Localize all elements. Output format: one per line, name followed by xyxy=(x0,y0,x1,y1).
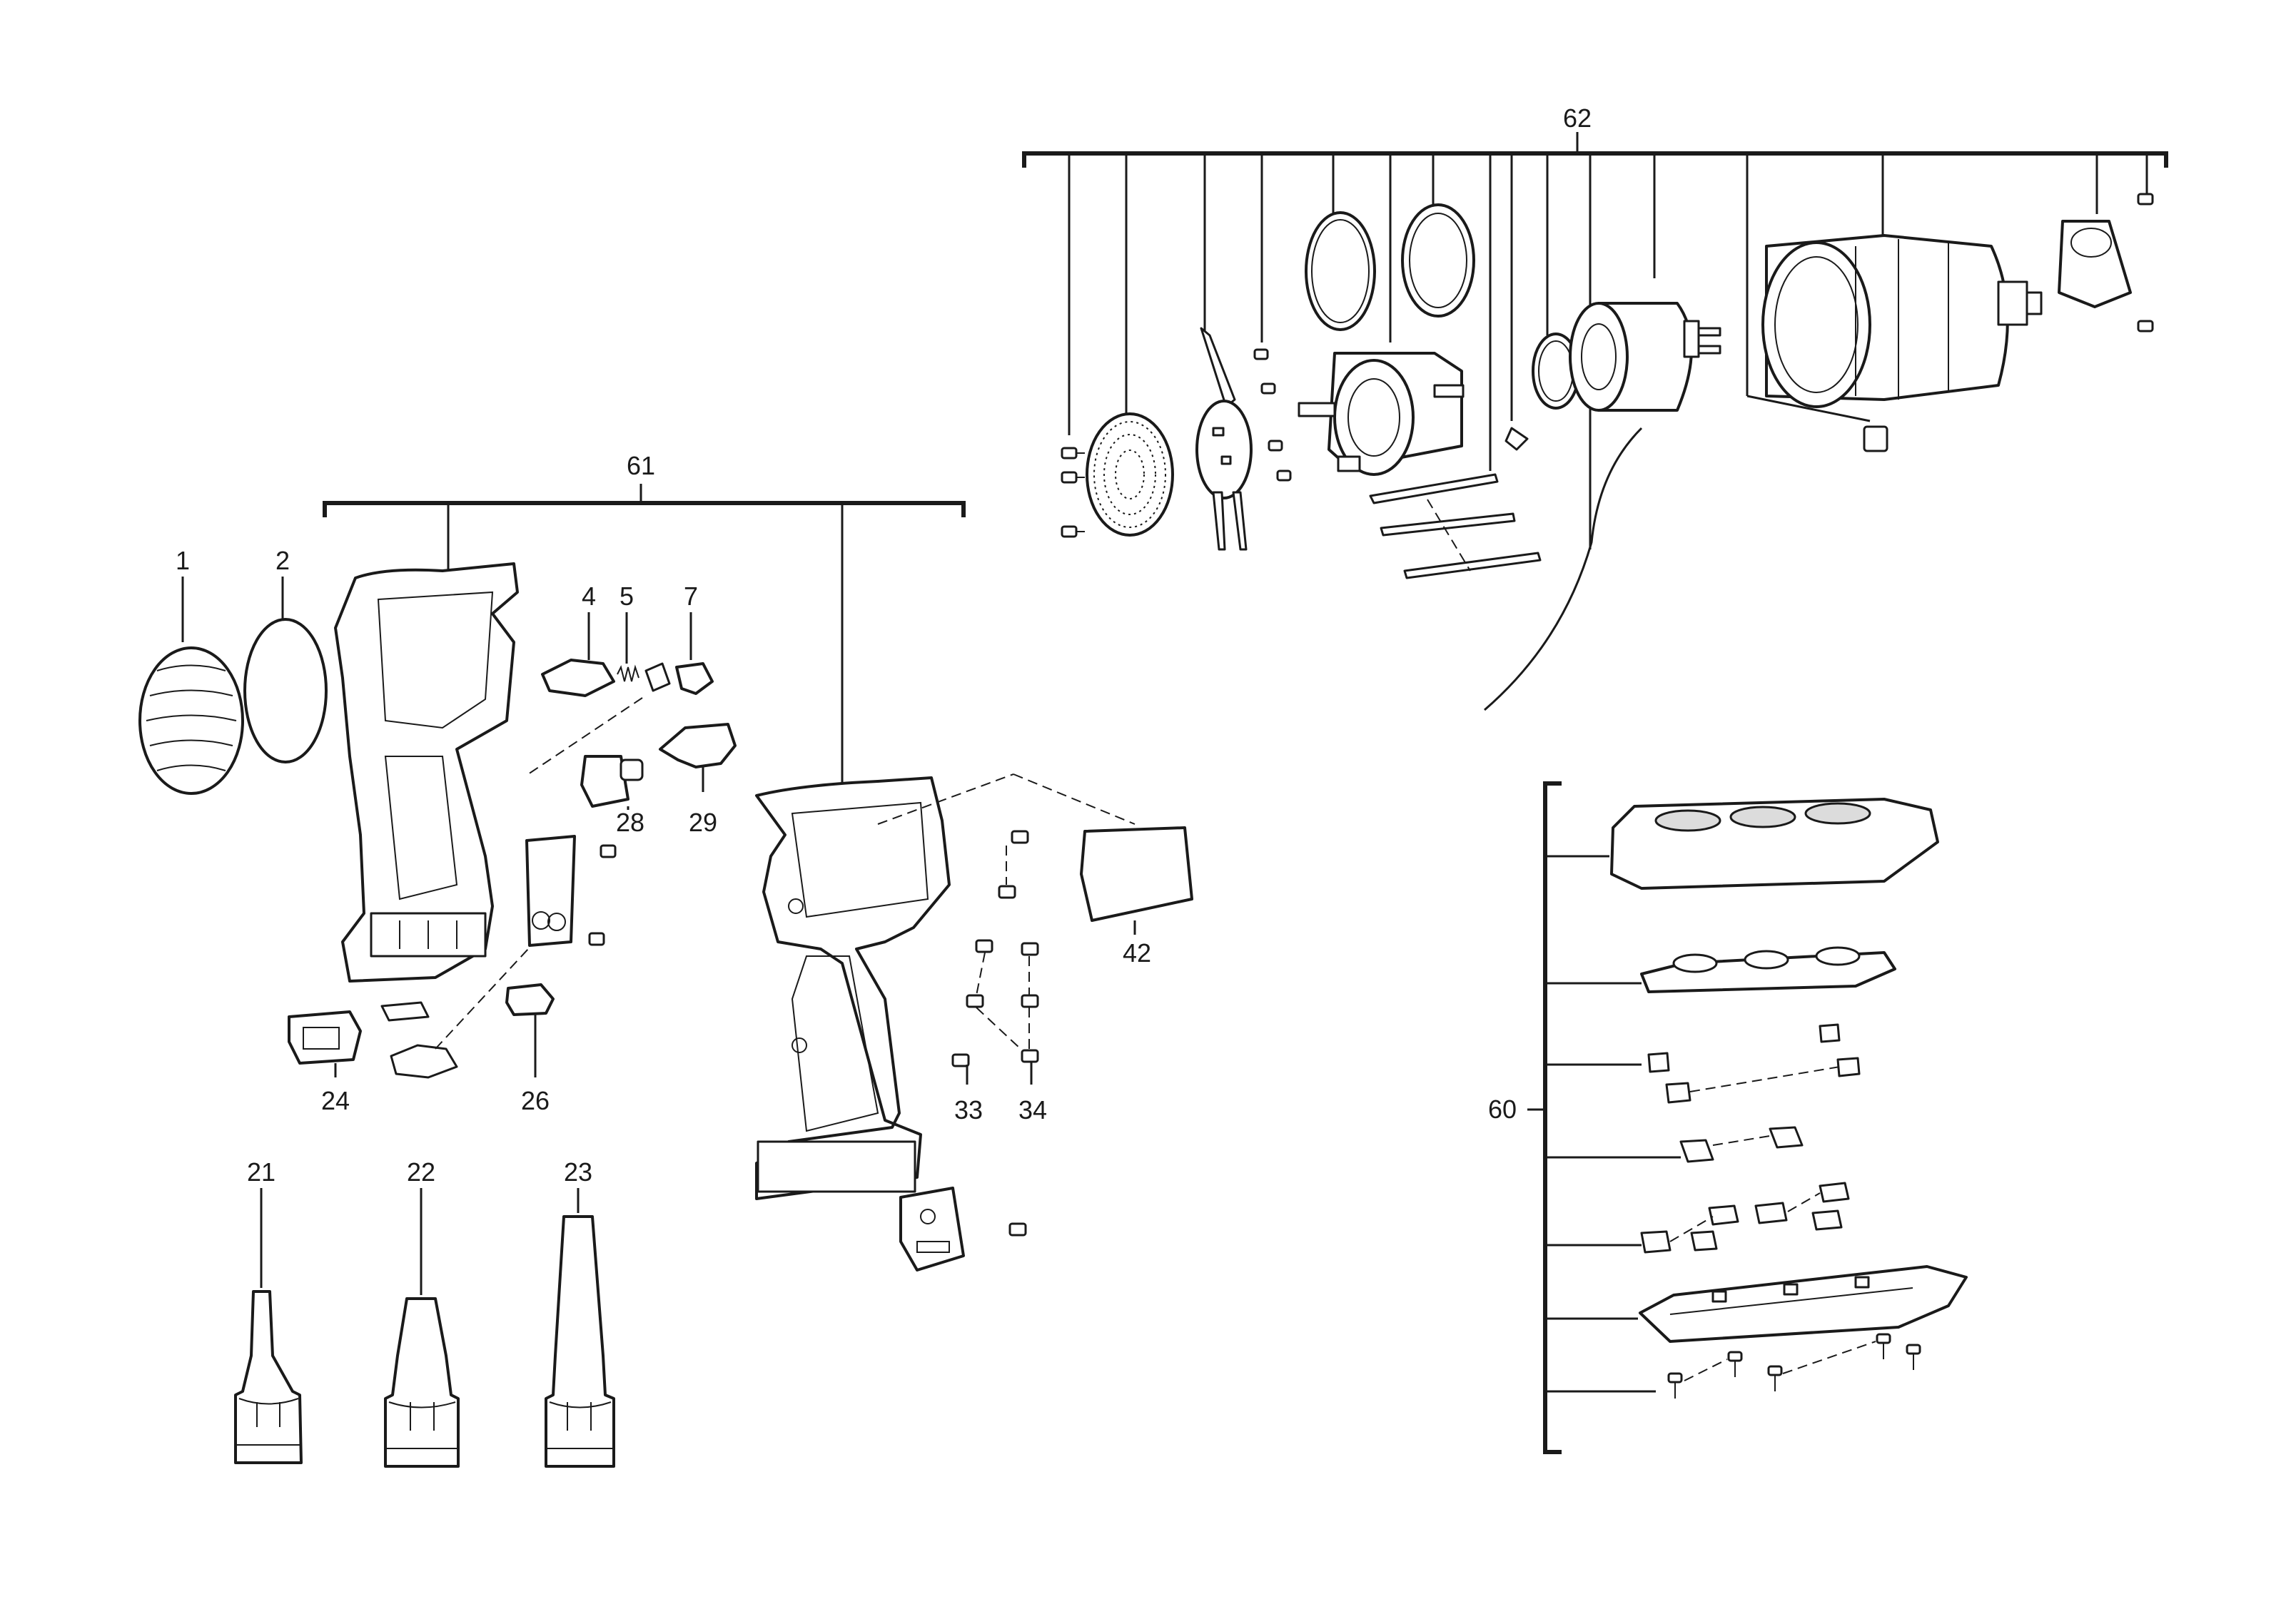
screw-nozzle-top xyxy=(2137,193,2154,205)
assembly-62-group: 62 xyxy=(1022,103,2168,711)
screw-plate-top xyxy=(600,844,617,858)
part-1-grille-cap: 1 xyxy=(138,546,244,795)
stand-pads xyxy=(1679,1126,1804,1163)
part-26-cap: 26 xyxy=(505,983,555,1115)
part-2-o-ring: 2 xyxy=(243,546,328,763)
part-5-spring: 5 xyxy=(617,582,639,682)
label-22: 22 xyxy=(407,1157,435,1187)
stand-gasket-plate xyxy=(1640,946,1896,993)
label-29: 29 xyxy=(689,808,717,837)
stand-small-blocks xyxy=(1640,1182,1850,1254)
medium-ring xyxy=(1401,203,1475,318)
part-23-nozzle: 23 xyxy=(545,1157,615,1468)
part-42-label-plate: 42 xyxy=(1080,826,1193,968)
assembly-path-label-2 xyxy=(1013,773,1136,825)
small-block xyxy=(1863,425,1888,452)
label-2: 2 xyxy=(275,546,290,575)
label-5: 5 xyxy=(619,582,634,611)
assembly-61-bracket xyxy=(323,501,966,517)
screw-plate-bottom xyxy=(588,932,605,946)
screw-group-housing xyxy=(951,830,1039,1237)
label-7: 7 xyxy=(684,582,698,611)
main-cylinder-housing xyxy=(1761,234,2043,408)
screw-nozzle-bottom xyxy=(2137,320,2154,333)
label-28: 28 xyxy=(616,808,644,837)
motor-wire xyxy=(1484,427,1643,711)
assembly-path-latch xyxy=(435,948,529,1050)
label-23: 23 xyxy=(564,1157,592,1187)
label-60: 60 xyxy=(1488,1095,1517,1124)
part-28-trigger-switch: 28 xyxy=(580,755,644,837)
part-7-lock-button: 7 xyxy=(675,582,714,695)
circuit-board xyxy=(1195,327,1253,551)
stand-top-tray xyxy=(1610,798,1939,890)
part-4-switch-slider: 4 xyxy=(541,582,615,697)
motor xyxy=(1569,302,1721,412)
latch-spring-plate xyxy=(390,1044,458,1079)
motor-rods xyxy=(1369,473,1542,579)
part-21-nozzle: 21 xyxy=(234,1157,303,1464)
screw-group-board xyxy=(1253,348,1292,482)
assembly-62-bracket xyxy=(1022,151,2168,168)
label-4: 4 xyxy=(582,582,596,611)
label-21: 21 xyxy=(247,1157,275,1187)
assembly-60-group: 60 xyxy=(1488,781,1968,1454)
screw-group-motor-left xyxy=(1061,447,1085,538)
stand-bottom-base xyxy=(1639,1265,1968,1343)
foot-bracket xyxy=(899,1187,965,1272)
stand-rubber-feet xyxy=(1647,1023,1861,1104)
label-24: 24 xyxy=(321,1086,350,1115)
label-26: 26 xyxy=(521,1086,550,1115)
label-42: 42 xyxy=(1123,938,1151,968)
label-34: 34 xyxy=(1018,1095,1047,1125)
housing-half-right xyxy=(755,776,951,1200)
part-29-trigger: 29 xyxy=(659,723,737,837)
label-1: 1 xyxy=(176,546,190,575)
assembly-path-switch xyxy=(527,697,643,775)
latch-pad-small xyxy=(380,1001,430,1022)
assembly-61-group: 61 xyxy=(323,451,966,792)
stand-base-screws xyxy=(1667,1333,1921,1399)
small-clip xyxy=(1504,427,1529,451)
fan-grille-disc xyxy=(1086,412,1174,537)
contact-plate xyxy=(525,835,576,947)
large-ring xyxy=(1305,211,1376,331)
label-61: 61 xyxy=(627,451,655,480)
housing-half-left xyxy=(334,562,519,983)
part-22-nozzle: 22 xyxy=(384,1157,460,1468)
front-nozzle-cap xyxy=(2058,220,2132,308)
assembly-60-bracket xyxy=(1543,781,1562,1454)
part-24-battery-latch: 24 xyxy=(288,1010,362,1115)
small-plate xyxy=(644,662,671,692)
assembly-path-label xyxy=(877,773,1014,825)
label-33: 33 xyxy=(954,1095,983,1125)
label-62: 62 xyxy=(1563,103,1592,133)
motor-housing-cage xyxy=(1298,352,1465,476)
